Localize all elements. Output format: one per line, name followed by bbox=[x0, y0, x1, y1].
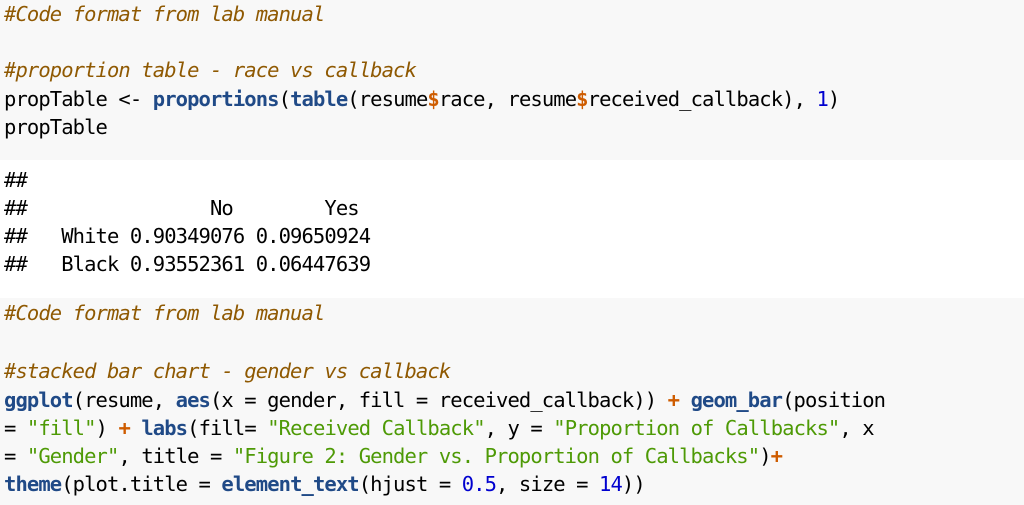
string-literal: "Figure 2: Gender vs. Proportion of Call… bbox=[232, 444, 760, 468]
code-text: ( bbox=[278, 87, 291, 111]
output-line: ## No Yes bbox=[4, 196, 360, 220]
code-text: , size = bbox=[496, 472, 600, 496]
code-line: #Code format from lab manual bbox=[4, 0, 1020, 28]
code-line: = "fill") + labs(fill= "Received Callbac… bbox=[4, 414, 1020, 442]
code-line: = "Gender", title = "Figure 2: Gender vs… bbox=[4, 442, 1020, 470]
function-name: geom_bar bbox=[690, 388, 783, 412]
code-text: propTable <- bbox=[4, 87, 153, 111]
code-comment: #Code format from lab manual bbox=[4, 301, 325, 325]
string-literal: "Gender" bbox=[26, 444, 119, 468]
code-text: race, resume bbox=[438, 87, 577, 111]
code-text: propTable bbox=[4, 115, 108, 139]
output-line: ## White 0.90349076 0.09650924 bbox=[4, 224, 371, 248]
code-text: , title = bbox=[118, 444, 233, 468]
code-text: (x = gender, fill = received_callback)) bbox=[209, 388, 668, 412]
function-name: theme bbox=[4, 472, 62, 496]
code-comment: #stacked bar chart - gender vs callback bbox=[4, 359, 451, 383]
code-comment: #proportion table - race vs callback bbox=[4, 58, 417, 82]
output-line: ## Black 0.93552361 0.06447639 bbox=[4, 252, 371, 276]
string-literal: "fill" bbox=[26, 416, 97, 440]
number-literal: 1 bbox=[816, 87, 828, 111]
code-block-proportion: #Code format from lab manual #proportion… bbox=[0, 0, 1024, 160]
code-text bbox=[130, 416, 141, 440]
code-line: propTable <- proportions(table(resume$ra… bbox=[4, 85, 1020, 113]
code-text: (fill= bbox=[187, 416, 268, 440]
code-line-blank bbox=[4, 329, 1020, 357]
function-name: ggplot bbox=[4, 388, 74, 412]
code-text: ) bbox=[827, 87, 840, 111]
code-text: (resume bbox=[347, 87, 428, 111]
code-block-stacked-bar: #Code format from lab manual #stacked ba… bbox=[0, 298, 1024, 505]
code-line: #stacked bar chart - gender vs callback bbox=[4, 357, 1020, 386]
code-text: = bbox=[4, 444, 27, 468]
output-line: ## bbox=[4, 168, 28, 192]
code-text: (hjust = bbox=[358, 472, 462, 496]
function-name: aes bbox=[175, 388, 211, 412]
code-text: = bbox=[4, 416, 27, 440]
code-text: ) bbox=[95, 416, 119, 440]
code-text: )) bbox=[621, 472, 646, 496]
code-line: #Code format from lab manual bbox=[4, 298, 1020, 329]
code-line: ggplot(resume, aes(x = gender, fill = re… bbox=[4, 386, 1020, 414]
string-literal: "Proportion of Callbacks" bbox=[553, 416, 840, 440]
code-line-blank bbox=[4, 28, 1020, 56]
function-name: proportions bbox=[152, 87, 280, 111]
function-name: labs bbox=[141, 416, 188, 440]
output-block: ## ## No Yes ## White 0.90349076 0.09650… bbox=[0, 166, 1024, 282]
operator: $ bbox=[576, 87, 588, 111]
code-text: received_callback), bbox=[587, 87, 817, 111]
operator: + bbox=[770, 444, 783, 468]
code-comment: #Code format from lab manual bbox=[4, 2, 325, 26]
code-text: (resume, bbox=[72, 388, 176, 412]
code-text bbox=[679, 388, 690, 412]
code-text: ) bbox=[759, 444, 771, 468]
operator: $ bbox=[427, 87, 439, 111]
function-name: element_text bbox=[221, 472, 359, 496]
code-line: theme(plot.title = element_text(hjust = … bbox=[4, 470, 1020, 498]
code-line: #proportion table - race vs callback bbox=[4, 56, 1020, 85]
operator: + bbox=[118, 416, 130, 440]
code-text: , x bbox=[839, 416, 874, 440]
code-text: (position bbox=[782, 388, 886, 412]
code-text: , y = bbox=[484, 416, 554, 440]
string-literal: "Received Callback" bbox=[267, 416, 485, 440]
function-name: table bbox=[290, 87, 348, 111]
code-line: propTable bbox=[4, 113, 1020, 141]
number-literal: 14 bbox=[599, 472, 623, 496]
operator: + bbox=[667, 388, 680, 412]
number-literal: 0.5 bbox=[461, 472, 497, 496]
code-text: (plot.title = bbox=[61, 472, 222, 496]
